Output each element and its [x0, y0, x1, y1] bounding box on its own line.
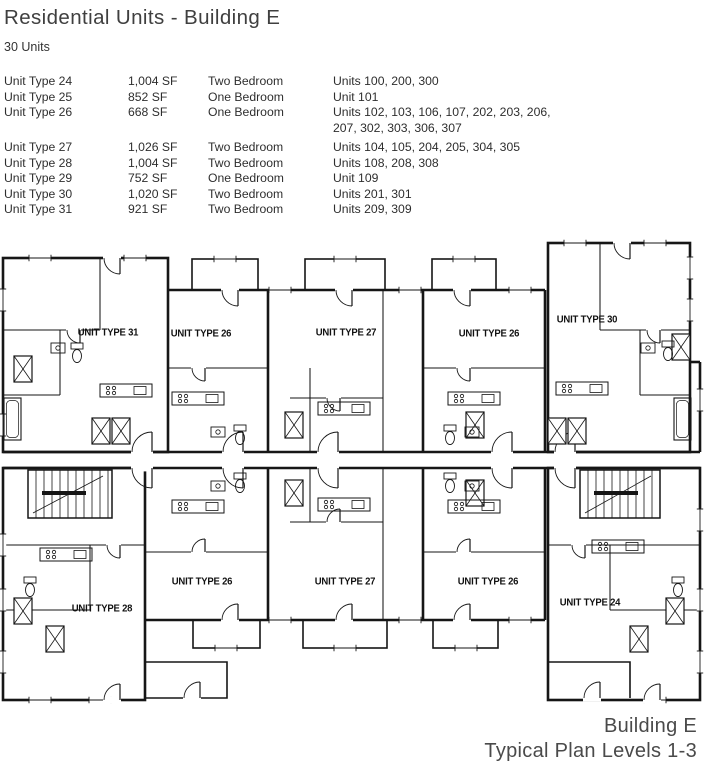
area-cell: 921 SF [128, 202, 168, 216]
unit-label: UNIT TYPE 26 [171, 576, 233, 588]
table-row: Unit Type 24 1,004 SF Two Bedroom Units … [4, 74, 555, 90]
bedrooms-cell: Two Bedroom [208, 186, 284, 201]
caption-building: Building E [603, 715, 697, 737]
unit-type-cell: Unit Type 25 [4, 89, 73, 104]
caption-plan-levels: Typical Plan Levels 1-3 [484, 739, 697, 762]
unit-label: UNIT TYPE 26 [170, 328, 232, 340]
sheet-caption: Building E Typical Plan Levels 1-3 [484, 714, 697, 763]
table-row: Unit Type 28 1,004 SF Two Bedroom Units … [4, 156, 555, 172]
unit-count: 30 Units [4, 40, 50, 54]
unit-label: UNIT TYPE 24 [559, 597, 621, 609]
unit-label: UNIT TYPE 28 [71, 603, 133, 615]
bedrooms-cell: One Bedroom [208, 171, 284, 185]
doors-group [66, 239, 661, 704]
units-cell: Units 104, 105, 204, 205, 304, 305 [333, 140, 521, 154]
table-row: Unit Type 31 921 SF Two Bedroom Units 20… [4, 202, 555, 218]
windows-group [0, 239, 704, 704]
page-title: Residential Units - Building E [4, 6, 281, 29]
unit-label: UNIT TYPE 26 [457, 576, 519, 588]
units-cell: Units 209, 309 [333, 202, 412, 216]
fixtures-group [3, 333, 692, 653]
unit-type-cell: Unit Type 27 [4, 140, 73, 154]
stairs-group [27, 469, 661, 519]
area-cell: 1,020 SF [128, 186, 178, 201]
unit-label: UNIT TYPE 27 [315, 327, 377, 339]
units-cell: Unit 109 [333, 171, 379, 185]
unit-label: UNIT TYPE 30 [556, 314, 618, 326]
unit-label: UNIT TYPE 31 [77, 327, 139, 339]
bedrooms-cell: Two Bedroom [208, 74, 284, 88]
bedrooms-cell: One Bedroom [208, 105, 284, 119]
table-row: Unit Type 25 852 SF One Bedroom Unit 101 [4, 90, 555, 106]
bedrooms-cell: Two Bedroom [208, 202, 284, 216]
units-cell: Units 201, 301 [333, 186, 412, 201]
units-cell: Units 108, 208, 308 [333, 155, 439, 170]
units-cell: Units 102, 103, 106, 107, 202, 203, 206,… [333, 105, 551, 135]
unit-label: UNIT TYPE 27 [314, 576, 376, 588]
unit-type-cell: Unit Type 26 [4, 105, 73, 119]
area-cell: 852 SF [128, 89, 168, 104]
area-cell: 1,026 SF [128, 140, 178, 154]
units-cell: Units 100, 200, 300 [333, 74, 439, 88]
table-row: Unit Type 30 1,020 SF Two Bedroom Units … [4, 187, 555, 203]
unit-schedule-table: Unit Type 24 1,004 SF Two Bedroom Units … [4, 74, 555, 218]
area-cell: 668 SF [128, 105, 168, 119]
unit-type-cell: Unit Type 31 [4, 202, 73, 216]
bedrooms-cell: Two Bedroom [208, 140, 284, 154]
bedrooms-cell: One Bedroom [208, 89, 284, 104]
area-cell: 1,004 SF [128, 155, 178, 170]
unit-type-cell: Unit Type 24 [4, 74, 73, 88]
unit-type-cell: Unit Type 30 [4, 186, 73, 201]
unit-type-cell: Unit Type 28 [4, 155, 73, 170]
area-cell: 752 SF [128, 171, 168, 185]
unit-type-cell: Unit Type 29 [4, 171, 73, 185]
walls-group [1, 241, 702, 702]
unit-label: UNIT TYPE 26 [458, 328, 520, 340]
table-row: Unit Type 29 752 SF One Bedroom Unit 109 [4, 171, 555, 187]
bedrooms-cell: Two Bedroom [208, 155, 284, 170]
table-row: Unit Type 26 668 SF One Bedroom Units 10… [4, 105, 555, 136]
area-cell: 1,004 SF [128, 74, 178, 88]
table-row: Unit Type 27 1,026 SF Two Bedroom Units … [4, 140, 555, 156]
units-cell: Unit 101 [333, 89, 379, 104]
